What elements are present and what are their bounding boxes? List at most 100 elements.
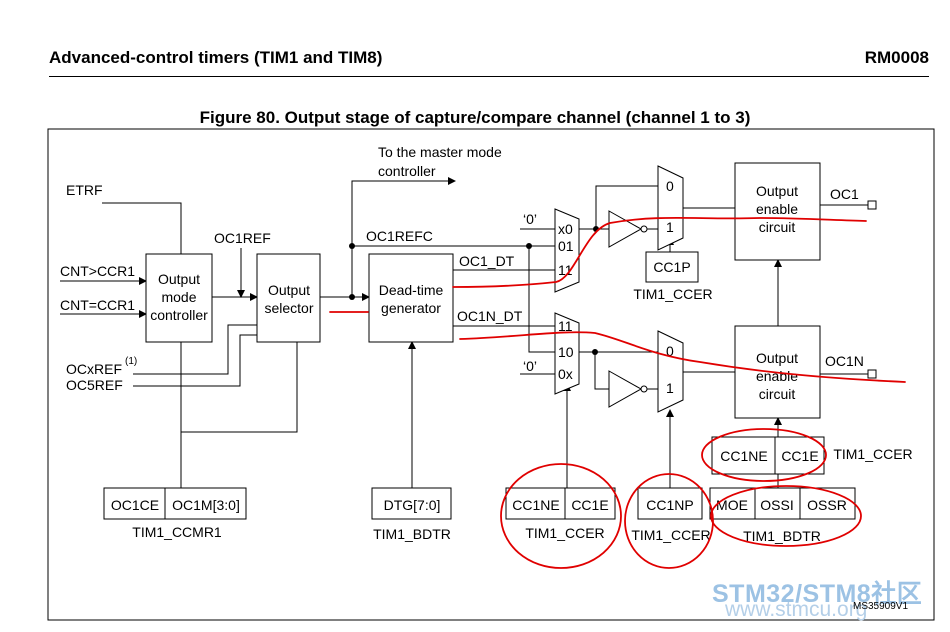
annotation-circle xyxy=(701,428,827,482)
reg-field: MOE xyxy=(716,497,748,513)
oc5ref-line xyxy=(133,334,257,387)
watermark-brand: STM32/STM8社区 xyxy=(712,580,923,608)
oc1dt-label: OC1_DT xyxy=(459,253,515,269)
document-id: MS35909V1 xyxy=(853,601,909,612)
oe1-label-2: enable xyxy=(756,201,798,217)
reg-field: OC1M[3:0] xyxy=(172,497,240,513)
junction-dot xyxy=(526,243,532,249)
reg-name: TIM1_CCER xyxy=(525,525,604,541)
omc-label-3: controller xyxy=(150,307,208,323)
reg-name: TIM1_CCER xyxy=(833,446,912,462)
mux-1 xyxy=(554,208,580,293)
mux2-input-label: 0x xyxy=(558,366,573,382)
reg-dtg xyxy=(371,487,452,520)
reg-ccer-en xyxy=(711,436,825,475)
reg-name: TIM1_CCER xyxy=(631,527,710,543)
oc1refc-label: OC1REFC xyxy=(366,228,433,244)
master-mode-label-2: controller xyxy=(378,163,436,179)
oe1-label-3: circuit xyxy=(759,219,796,235)
figure-title: Figure 80. Output stage of capture/compa… xyxy=(199,108,751,127)
junction-dot xyxy=(349,243,355,249)
oc1n-label: OC1N xyxy=(825,353,864,369)
reg-field: CC1E xyxy=(781,448,818,464)
oe2-label-1: Output xyxy=(756,350,798,366)
reg-name: TIM1_BDTR xyxy=(373,526,451,542)
oc1refc-branch xyxy=(528,246,555,353)
oc1-label: OC1 xyxy=(830,186,859,202)
reg-field: CC1NE xyxy=(720,448,767,464)
reg-name: TIM1_BDTR xyxy=(743,528,821,544)
section-header: Advanced-control timers (TIM1 and TIM8) xyxy=(49,48,383,67)
etrf-label: ETRF xyxy=(66,182,103,198)
watermark-url: www.stmcu.org xyxy=(725,598,868,621)
master-mode-label-1: To the master mode xyxy=(378,144,502,160)
output-enable-circuit-1 xyxy=(734,162,821,261)
inverter-1 xyxy=(608,210,643,248)
reg-bdtr-main xyxy=(709,487,856,520)
cnt-gt-label: CNT>CCR1 xyxy=(60,263,135,279)
annotation-circle xyxy=(710,485,862,547)
mux2-out xyxy=(579,351,596,374)
mux2-input-label: 11 xyxy=(558,318,573,334)
ocxref-footnote: (1) xyxy=(125,356,137,367)
smux1-input-0: 0 xyxy=(666,178,674,194)
mux1-input-label: 01 xyxy=(558,238,574,254)
oc5ref-label: OC5REF xyxy=(66,377,123,393)
oc1ref-label: OC1REF xyxy=(214,230,271,246)
os-label-1: Output xyxy=(268,282,310,298)
annotation-path-oc1n xyxy=(459,331,906,383)
oc1ndt-label: OC1N_DT xyxy=(457,308,523,324)
reg-ccmr1 xyxy=(103,487,247,520)
reg-field: CC1NE xyxy=(512,497,559,513)
small-mux-2 xyxy=(657,330,684,413)
annotation-path-oc1 xyxy=(329,216,867,313)
omc-label-1: Output xyxy=(158,271,200,287)
dead-time-generator xyxy=(368,253,454,343)
output-mode-controller xyxy=(145,253,213,343)
annotation-circle xyxy=(624,473,714,569)
inverter-bubble xyxy=(640,385,648,393)
mux1-input-label: x0 xyxy=(558,221,573,237)
oe2-label-3: circuit xyxy=(759,386,796,402)
zero-label-2: ‘0’ xyxy=(523,358,537,374)
figure-frame xyxy=(47,128,935,621)
cnt-eq-label: CNT=CCR1 xyxy=(60,297,135,313)
inverter-2 xyxy=(608,370,643,408)
ocxref-label: OCxREF xyxy=(66,361,122,377)
small-mux-1 xyxy=(657,165,684,251)
junction-dot xyxy=(349,294,355,300)
reg-ccer-p xyxy=(645,251,699,283)
ccmr1-to-selector xyxy=(181,342,298,433)
mux2-inv xyxy=(594,374,609,390)
oe1-label-1: Output xyxy=(756,183,798,199)
master-mode-line xyxy=(351,177,456,297)
mux1-out xyxy=(579,185,658,230)
mux2-input-label: 10 xyxy=(558,344,574,360)
oc1-pin xyxy=(867,200,877,210)
reg-ccer-main xyxy=(505,487,616,520)
reg-field: DTG[7:0] xyxy=(384,497,441,513)
zero-label-1: ‘0’ xyxy=(523,211,537,227)
oc1n-pin xyxy=(867,369,877,379)
reg-field: CC1P xyxy=(653,259,690,275)
smux2-input-1: 1 xyxy=(666,380,674,396)
reg-field: OSSR xyxy=(807,497,847,513)
os-label-2: selector xyxy=(264,300,313,316)
document-number: RM0008 xyxy=(864,48,929,67)
reg-field: OC1CE xyxy=(111,497,159,513)
reg-name: TIM1_CCER xyxy=(633,286,712,302)
mux1-input-label: 11 xyxy=(558,262,573,278)
reg-ccer-np xyxy=(637,487,703,520)
reg-field: CC1NP xyxy=(646,497,693,513)
output-selector xyxy=(256,253,321,343)
junction-dot xyxy=(592,349,598,355)
smux2-input-0: 0 xyxy=(666,343,674,359)
omc-label-2: mode xyxy=(161,289,196,305)
dt-label-2: generator xyxy=(381,300,441,316)
etrf-line xyxy=(102,202,182,254)
reg-name: TIM1_CCMR1 xyxy=(132,524,222,540)
inverter-bubble xyxy=(640,225,648,233)
dt-label-1: Dead-time xyxy=(379,282,444,298)
smux1-input-1: 1 xyxy=(666,219,674,235)
